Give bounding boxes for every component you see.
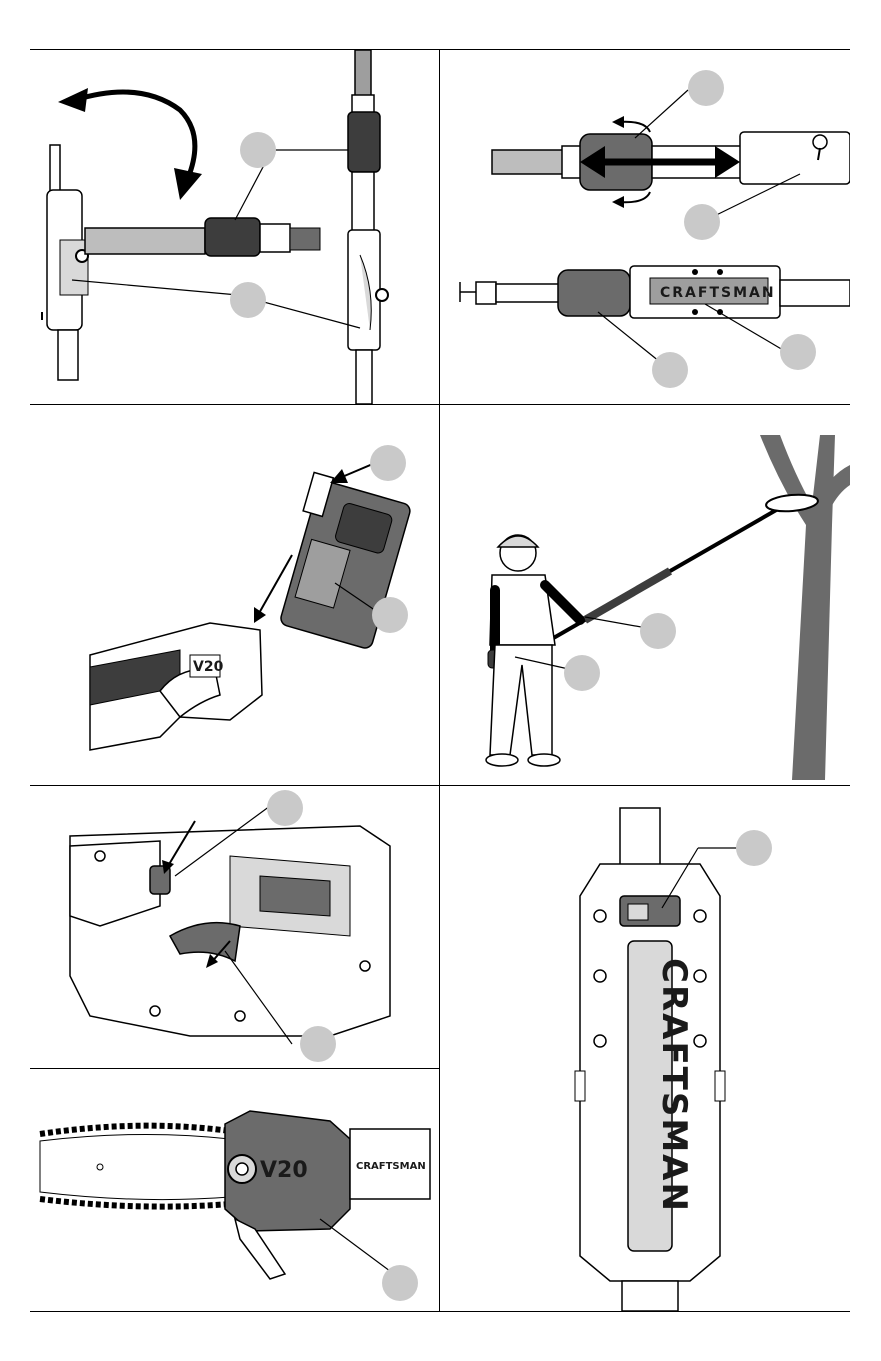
brand-logo-vertical: CRAFTSMAN xyxy=(654,958,694,1213)
coupler-collar-vertical xyxy=(348,112,380,172)
model-mark-handle: V20 xyxy=(193,659,224,675)
callout-circle xyxy=(372,597,408,633)
model-mark-cover: V20 xyxy=(260,1158,308,1183)
operator-drawing xyxy=(440,405,850,785)
callout-circle xyxy=(300,1026,336,1062)
chain-bottom xyxy=(40,1199,230,1207)
callout-circle xyxy=(640,613,676,649)
arrow-head-down xyxy=(174,168,202,200)
bottom-rule xyxy=(30,1311,850,1312)
callout-circle xyxy=(684,204,720,240)
figure-operator-with-pole-saw xyxy=(440,405,850,785)
figure-coupler-latch-front-view: CRAFTSMAN xyxy=(440,786,850,1311)
callout-circle xyxy=(370,445,406,481)
trigger-drawing xyxy=(30,786,439,1068)
figure-bar-and-chain-cover: V20 CRAFTSMAN xyxy=(30,1069,439,1311)
callout-circle xyxy=(688,70,724,106)
arrow-head-left xyxy=(58,88,88,112)
chain-top xyxy=(40,1126,230,1134)
rotate-arrow xyxy=(75,92,195,178)
callout-circle xyxy=(267,790,303,826)
callout-circle xyxy=(240,132,276,168)
coupler-collar-horizontal xyxy=(205,218,260,256)
callout-circle xyxy=(780,334,816,370)
callout-circle xyxy=(564,655,600,691)
callout-circle xyxy=(230,282,266,318)
figure-battery-insertion: V20 xyxy=(30,405,439,785)
pole-head-pivot-drawing xyxy=(30,50,439,404)
callout-circle xyxy=(652,352,688,388)
figure-pole-head-pivot xyxy=(30,50,439,404)
coupler-front-drawing: CRAFTSMAN xyxy=(440,786,850,1311)
callout-circle xyxy=(736,830,772,866)
chain-cover-drawing: V20 CRAFTSMAN xyxy=(30,1069,439,1311)
callout-circle xyxy=(382,1265,418,1301)
figure-trigger-and-lockout xyxy=(30,786,439,1068)
figure-pole-coupler: CRAFTSMAN xyxy=(440,50,850,404)
brand-logo-cover: CRAFTSMAN xyxy=(356,1161,426,1172)
coupler-collar-bottom xyxy=(558,270,630,316)
brand-logo-coupler: CRAFTSMAN xyxy=(660,285,776,301)
tree-trunk xyxy=(760,435,835,780)
